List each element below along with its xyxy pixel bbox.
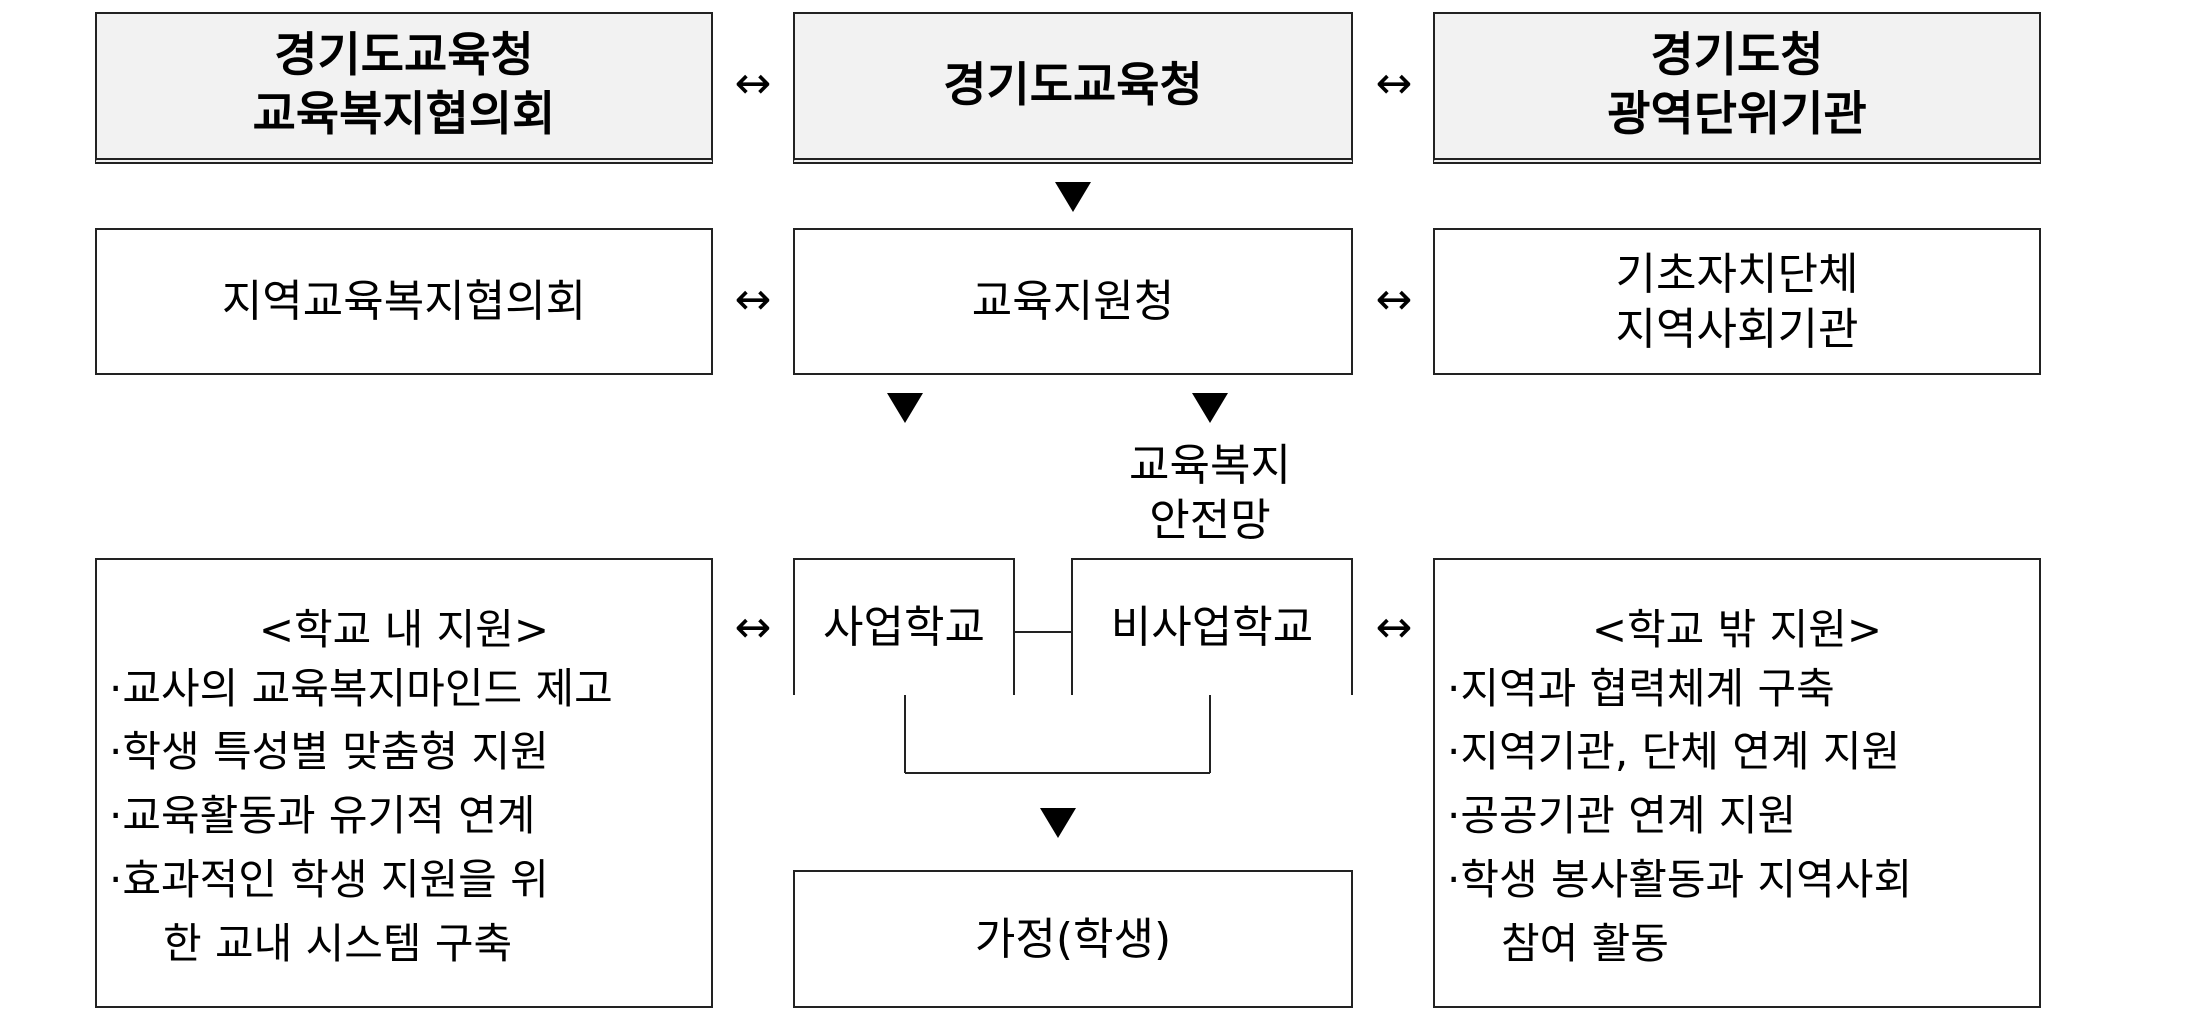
box-line: 비사업학교 [1110,602,1314,653]
local-welfare-council-box: 지역교육복지협의회 [95,228,713,375]
list-item: ·지역과 협력체계 구축 [1447,663,1835,713]
box-line: 교육지원청 [971,276,1175,327]
box-line: 가정(학생) [974,913,1172,965]
safety-net-label: 교육복지 안전망 [1080,438,1340,548]
education-support-office-box: 교육지원청 [793,228,1353,375]
gyeonggi-province-box: 경기도청 광역단위기관 [1433,12,2041,164]
box-line: 경기도교육청 [274,28,534,84]
down-arrow-icon [887,393,923,423]
list-item: ·교육활동과 유기적 연계 [109,791,536,841]
home-student-box: 가정(학생) [793,870,1353,1008]
non-project-school-box: 비사업학교 [1071,558,1353,695]
label-line: 교육복지 [1129,440,1291,491]
down-arrow-icon [1192,393,1228,423]
bidirectional-arrow: ↔ [734,58,772,109]
box-line: 교육복지협의회 [252,87,556,142]
gyeonggi-education-office-box: 경기도교육청 [793,12,1353,164]
box-line: 기초자치단체 [1615,248,1859,300]
project-school-box: 사업학교 [793,558,1015,695]
box-line: 경기도교육청 [943,57,1203,113]
list-item: 참여 활동 [1501,918,1669,968]
bidirectional-arrow: ↔ [734,274,772,325]
list-item: ·공공기관 연계 지원 [1447,791,1797,841]
bidirectional-arrow: ↔ [1375,58,1413,109]
local-government-box: 기초자치단체 지역사회기관 [1433,228,2041,375]
gyeonggi-welfare-council-box: 경기도교육청 교육복지협의회 [95,12,713,164]
box-line: 지역교육복지협의회 [221,276,587,327]
list-item: ·교사의 교육복지마인드 제고 [109,663,613,713]
bidirectional-arrow: ↔ [1375,274,1413,325]
box-line: 지역사회기관 [1615,303,1859,355]
down-arrow-icon [1040,808,1076,838]
box-line: 사업학교 [823,602,985,653]
list-item: ·학생 봉사활동과 지역사회 [1447,854,1913,904]
box-line: 경기도청 [1650,28,1824,84]
list-item: 한 교내 시스템 구축 [163,918,513,968]
bidirectional-arrow: ↔ [734,602,772,653]
in-school-support-box: <학교 내 지원> ·교사의 교육복지마인드 제고 ·학생 특성별 맞춤형 지원… [95,558,713,1008]
box-line: 광역단위기관 [1607,87,1867,142]
out-school-support-box: <학교 밖 지원> ·지역과 협력체계 구축 ·지역기관, 단체 연계 지원 ·… [1433,558,2041,1008]
down-arrow-icon [1055,182,1091,212]
out-school-title: <학교 밖 지원> [1591,605,1883,654]
label-line: 안전망 [1149,495,1271,546]
in-school-title: <학교 내 지원> [258,605,550,654]
list-item: ·지역기관, 단체 연계 지원 [1447,727,1901,777]
list-item: ·학생 특성별 맞춤형 지원 [109,727,549,777]
list-item: ·효과적인 학생 지원을 위 [109,854,549,904]
bidirectional-arrow: ↔ [1375,602,1413,653]
